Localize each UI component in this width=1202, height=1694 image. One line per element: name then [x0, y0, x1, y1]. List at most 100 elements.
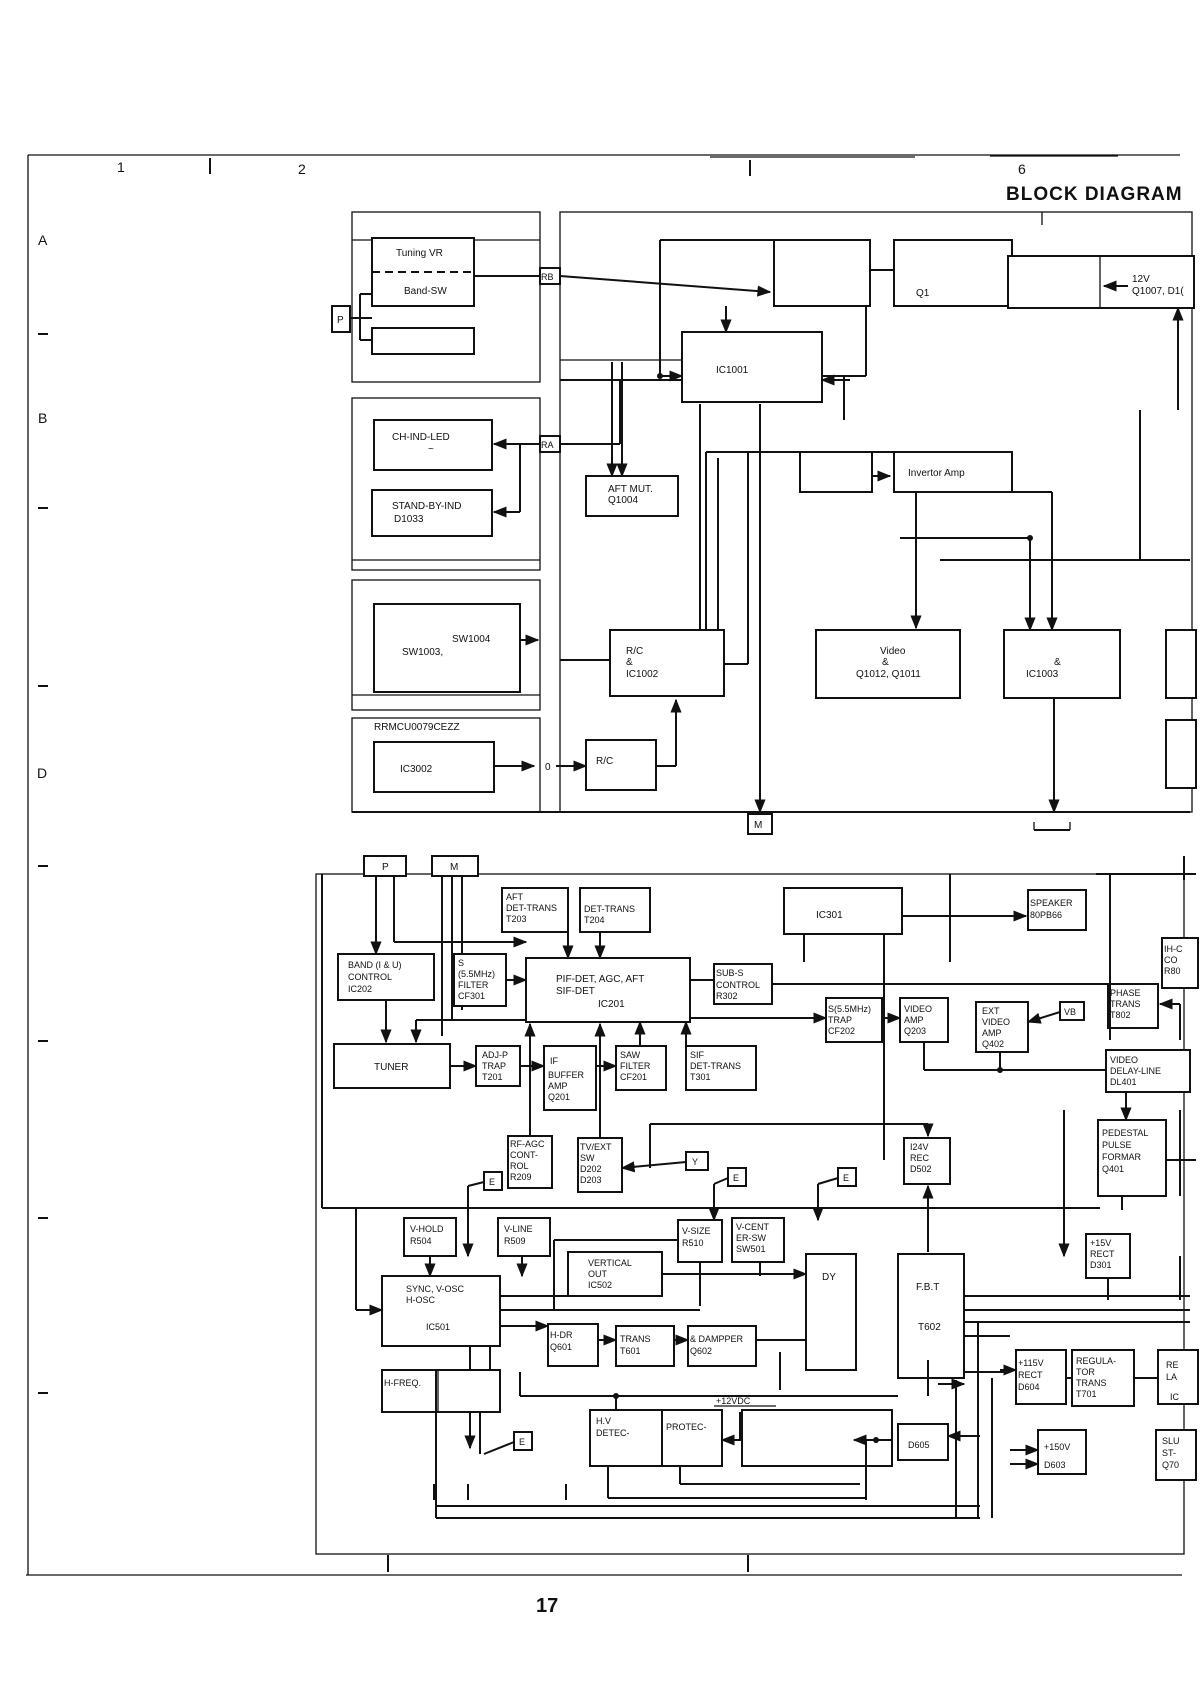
- tv-ext-sw-l2: SW: [580, 1153, 595, 1163]
- sub-s-control-l2: CONTROL: [716, 980, 760, 990]
- re-la-block: [1157, 1349, 1199, 1405]
- ext-video-amp-l3: AMP: [982, 1028, 1002, 1038]
- connector-p-bottom-label: P: [382, 862, 389, 873]
- connector-e-2-label: E: [733, 1173, 739, 1183]
- v-size-l2: R510: [682, 1238, 704, 1248]
- ic201-l1: PIF-DET, AGC, AFT: [556, 974, 644, 985]
- band-control-block: [337, 953, 435, 1001]
- re-la-l1: RE: [1166, 1360, 1179, 1370]
- slu-st-l1: SLU: [1162, 1436, 1180, 1446]
- tv-ext-sw-l4: D203: [580, 1175, 602, 1185]
- connector-p-top-label: P: [337, 315, 344, 326]
- tuning-vr-label: Tuning VR: [396, 248, 443, 259]
- pre-invertor-block: [799, 451, 873, 493]
- grid-row-b: B: [38, 410, 47, 426]
- v-center-sw-l1: V-CENT: [736, 1222, 770, 1232]
- aft-det-trans-l2: DET-TRANS: [506, 903, 557, 913]
- hv-detec-l2: DETEC-: [596, 1428, 630, 1438]
- if-buffer-amp-block: [543, 1045, 597, 1111]
- slu-st-l2: ST-: [1162, 1448, 1176, 1458]
- tv-ext-sw-l1: TV/EXT: [580, 1142, 612, 1152]
- ic301-block: [783, 887, 903, 935]
- protection-power-block: [741, 1409, 893, 1467]
- s-trap-l2: TRAP: [828, 1015, 852, 1025]
- v-hold-l2: R504: [410, 1236, 432, 1246]
- speaker-block: [1027, 889, 1087, 931]
- vertical-out-l2: OUT: [588, 1269, 608, 1279]
- trans-t601-l2: T601: [620, 1346, 641, 1356]
- phase-trans-l3: T802: [1110, 1010, 1131, 1020]
- v-center-sw-block: [731, 1217, 785, 1263]
- det-trans-block: [579, 887, 651, 933]
- band-control-l2: CONTROL: [348, 972, 392, 982]
- s-trap-l3: CF202: [828, 1026, 855, 1036]
- protec-label: PROTEC-: [666, 1422, 707, 1432]
- vdc-12-label: +12VDC: [716, 1396, 751, 1406]
- rc-receiver-label: R/C: [596, 756, 613, 767]
- s-filter-l4: CF301: [458, 991, 485, 1001]
- h-freq-label: H-FREQ.: [384, 1378, 421, 1388]
- h-dr-l2: Q601: [550, 1342, 572, 1352]
- s-filter-l3: FILTER: [458, 980, 489, 990]
- pedestal-pulse-l3: FORMAR: [1102, 1152, 1141, 1162]
- video-delay-line-l1: VIDEO: [1110, 1055, 1138, 1065]
- stand-by-ind-block: [371, 489, 493, 537]
- stand-by-ind-label: STAND-BY-IND: [392, 501, 461, 512]
- saw-filter-l3: CF201: [620, 1072, 647, 1082]
- sync-vosc-l3: IC501: [426, 1322, 450, 1332]
- ih-con-l2: CO: [1164, 955, 1178, 965]
- rect-115v-l1: +115V: [1018, 1358, 1044, 1368]
- ch-ind-led-block: [373, 419, 493, 471]
- d605-label: D605: [908, 1440, 930, 1450]
- phase-trans-l2: TRANS: [1110, 999, 1141, 1009]
- rec-24v-block: [903, 1137, 951, 1185]
- if-buffer-amp-l3: AMP: [548, 1081, 568, 1091]
- slu-st-l3: Q70: [1162, 1460, 1179, 1470]
- rf-agc-control-l4: R209: [510, 1172, 532, 1182]
- regulator-trans-l4: T701: [1076, 1389, 1097, 1399]
- connector-y: [685, 1151, 709, 1171]
- dy-block: [805, 1253, 857, 1371]
- rect-15v-l2: RECT: [1090, 1249, 1115, 1259]
- video-delay-line-l2: DELAY-LINE: [1110, 1066, 1161, 1076]
- re-la-l2: LA: [1166, 1372, 1177, 1382]
- trans-t601-block: [615, 1325, 675, 1367]
- aft-det-trans-block: [501, 887, 569, 933]
- pedestal-pulse-l2: PULSE: [1102, 1140, 1132, 1150]
- saw-filter-block: [615, 1045, 667, 1091]
- ic1003-amp: &: [1054, 657, 1061, 668]
- connector-m-bottom: [431, 855, 479, 877]
- connector-e-3-label: E: [843, 1173, 849, 1183]
- video-q1012-block: [815, 629, 961, 699]
- ic201-l3: IC201: [598, 999, 625, 1010]
- connector-vb-label: VB: [1064, 1007, 1076, 1017]
- ic3002-label: IC3002: [400, 764, 433, 775]
- sif-det-trans-l2: DET-TRANS: [690, 1061, 741, 1071]
- sync-vosc-l2: H-OSC: [406, 1295, 436, 1305]
- video-amp-l2: AMP: [904, 1015, 924, 1025]
- phase-trans-block: [1107, 983, 1159, 1029]
- ic1001-label: IC1001: [716, 365, 749, 376]
- connector-p-bottom: [363, 855, 407, 877]
- rect-15v-l3: D301: [1090, 1260, 1112, 1270]
- adj-p-trap-l2: TRAP: [482, 1061, 506, 1071]
- hv-detec-block: [589, 1409, 663, 1467]
- adj-p-trap-l3: T201: [482, 1072, 503, 1082]
- connector-m-bottom-label: M: [450, 862, 458, 873]
- ih-con-l3: R80: [1164, 966, 1181, 976]
- v-line-block: [497, 1217, 551, 1257]
- key-switch-block: [373, 603, 521, 693]
- regulator-trans-l2: TOR: [1076, 1367, 1095, 1377]
- sub-s-control-l1: SUB-S: [716, 968, 744, 978]
- ic1003-block: [1003, 629, 1121, 699]
- invertor-amp-label: Invertor Amp: [908, 468, 965, 479]
- damper-l2: Q602: [690, 1346, 712, 1356]
- connector-ra-label: RA: [541, 440, 554, 450]
- grid-col-1: 1: [117, 159, 125, 175]
- grid-col-6: 6: [1018, 161, 1026, 177]
- pedestal-pulse-l4: Q401: [1102, 1164, 1124, 1174]
- adj-p-trap-l1: ADJ-P: [482, 1050, 508, 1060]
- saw-filter-l2: FILTER: [620, 1061, 651, 1071]
- vertical-out-block: [567, 1251, 663, 1297]
- slu-st-block: [1155, 1429, 1197, 1481]
